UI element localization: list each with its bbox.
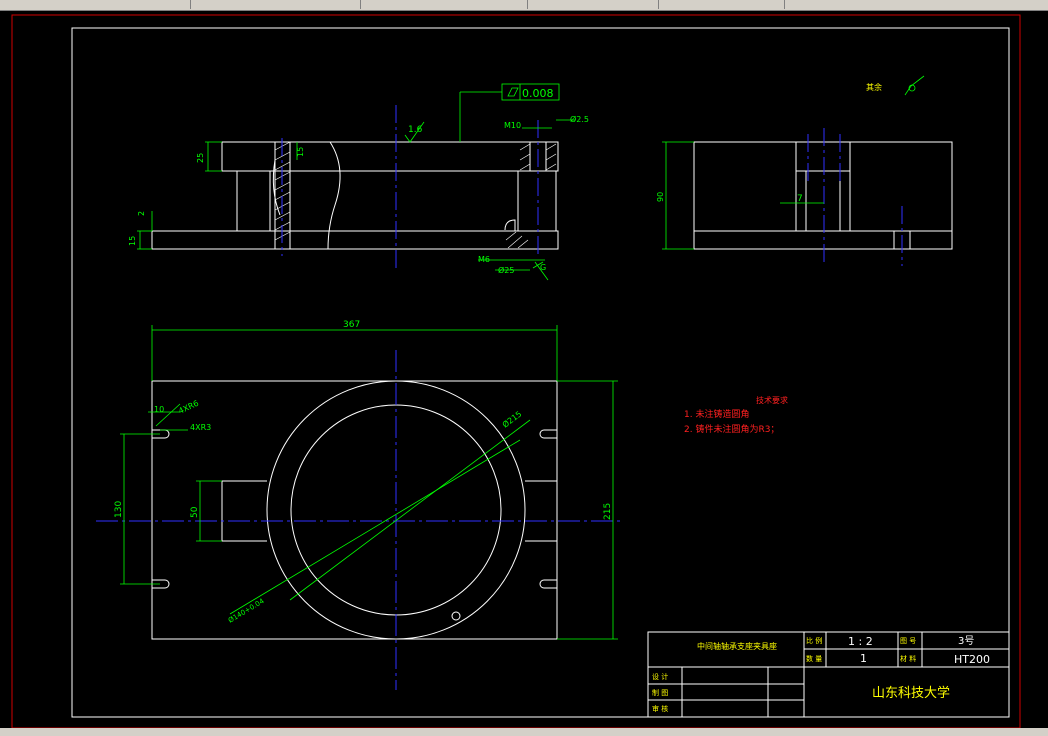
drafter-label: 制 图: [652, 688, 668, 697]
part-name: 中间轴轴承支座夹具座: [697, 641, 777, 651]
application-toolbar-strip: [0, 0, 1048, 11]
top-view: [151, 380, 558, 640]
dim-4xr3: 4XR3: [190, 423, 211, 432]
side-view-dimensions: [662, 141, 824, 250]
toolbar-tab[interactable]: [660, 0, 785, 9]
outer-sheet-border: [11, 14, 1021, 728]
dim-25: 25: [196, 153, 205, 163]
roughness-value: 1.6: [408, 125, 423, 135]
dim-130: 130: [114, 501, 124, 518]
tech-req-item: 2. 铸件未注圆角为R3；: [684, 423, 779, 435]
tech-req-heading: 技术要求: [756, 395, 788, 405]
dim-15-top: 15: [296, 147, 305, 157]
qty-value: 1: [860, 652, 867, 665]
inner-drawing-frame: [71, 27, 1010, 718]
tech-req-item: 1. 未注铸造圆角: [684, 408, 749, 420]
front-view-centerlines: [281, 105, 539, 270]
dim-m10: M10: [504, 121, 521, 130]
ratio-value: 1 : 2: [848, 635, 873, 648]
toolbar-tab[interactable]: [200, 0, 361, 9]
dim-4xr6: 4XR6: [177, 399, 200, 416]
flatness-tolerance-value: 0.008: [522, 87, 554, 100]
dim-10: 10: [154, 405, 164, 414]
sheet-label: 图 号: [900, 637, 916, 645]
dim-50: 50: [190, 506, 200, 518]
qty-label: 数 量: [806, 654, 822, 663]
dim-2: 2: [137, 211, 146, 216]
title-block: [647, 631, 1010, 718]
material-value: HT200: [954, 653, 990, 666]
dim-dia-2-5: Ø2.5: [570, 114, 589, 124]
dim-15-base: 15: [128, 236, 137, 246]
school-name: 山东科技大学: [872, 685, 950, 701]
front-view-dimensions: [137, 75, 925, 281]
ratio-label: 比 例: [806, 636, 822, 645]
side-view: [693, 141, 953, 250]
designer-label: 设 计: [652, 672, 668, 681]
side-view-centerlines: [807, 128, 903, 266]
roughness-general-label: 其余: [866, 82, 882, 92]
dim-7: 7: [797, 194, 803, 204]
reviewer-label: 审 核: [652, 704, 668, 713]
front-view-hatching: [274, 141, 557, 249]
toolbar-tab[interactable]: [362, 0, 528, 9]
cad-drawing-canvas[interactable]: 其余 0.008 1.6 M10 Ø2.5 25 15 2 15 M6 Ø25 …: [0, 10, 1048, 728]
dim-215: 215: [603, 503, 613, 520]
toolbar-tab[interactable]: [528, 0, 659, 9]
top-view-dimensions: [120, 325, 618, 640]
dim-m6: M6: [478, 255, 490, 264]
dim-367: 367: [343, 320, 360, 330]
dim-dia-140: Ø140+0.04: [227, 597, 266, 625]
dim-dia-215: Ø215: [500, 409, 523, 430]
dim-dia-25: Ø25: [498, 265, 514, 275]
dim-90: 90: [656, 192, 665, 202]
dim-g: G: [540, 263, 546, 272]
toolbar-tab[interactable]: [0, 0, 191, 9]
sheet-value: 3号: [958, 635, 974, 647]
status-bar: [0, 728, 1048, 736]
technical-requirements: 技术要求 1. 未注铸造圆角 2. 铸件未注圆角为R3；: [684, 395, 788, 435]
material-label: 材 料: [900, 654, 916, 663]
front-view: [151, 141, 559, 250]
